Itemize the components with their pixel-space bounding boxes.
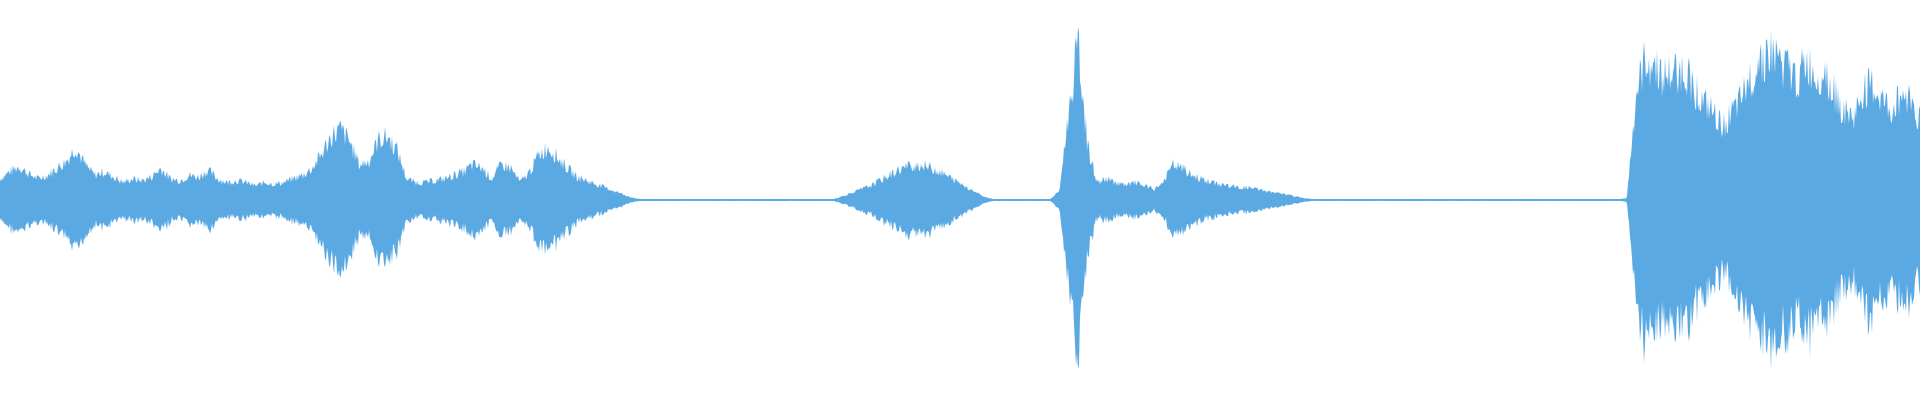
waveform-shape: [0, 27, 1920, 371]
